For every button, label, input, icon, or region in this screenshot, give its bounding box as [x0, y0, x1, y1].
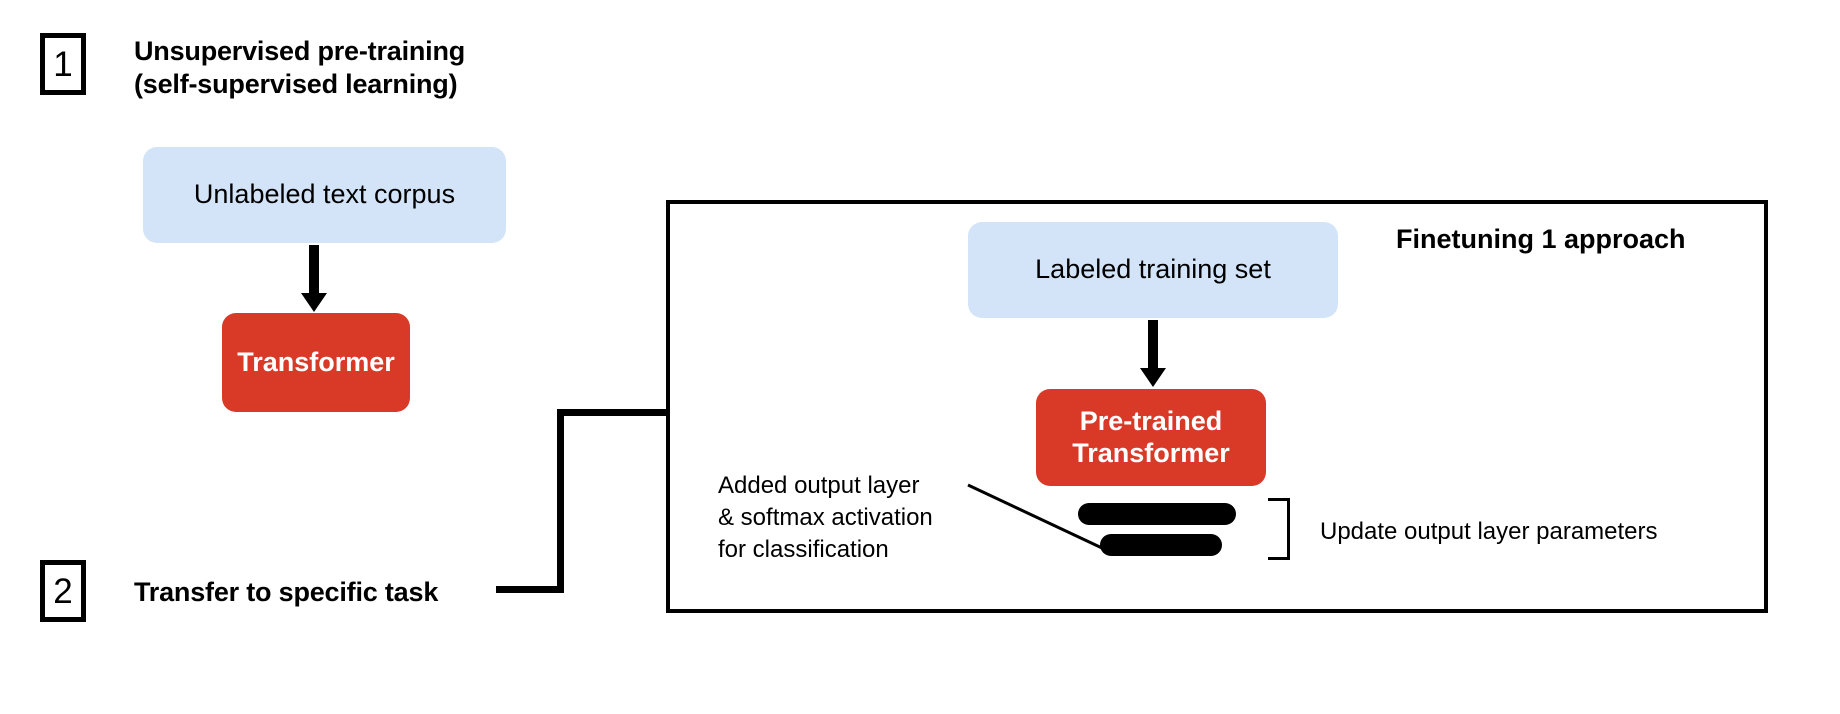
finetuning-panel-title: Finetuning 1 approach [1396, 224, 1686, 254]
added-output-layer-annotation: Added output layer & softmax activation … [718, 472, 933, 563]
update-output-layer-parameters-label: Update output layer parameters [1320, 518, 1658, 545]
unlabeled-text-corpus-box: Unlabeled text corpus [143, 147, 506, 243]
arrow-corpus-to-transformer-head [301, 293, 327, 312]
output-params-bracket [1268, 498, 1290, 560]
pretrained-transformer-label: Pre-trained Transformer [1072, 406, 1230, 468]
arrow-trainingset-to-pretrained-shaft [1148, 320, 1158, 370]
step-number-1: 1 [53, 44, 73, 84]
output-layer-bar-1 [1078, 503, 1236, 525]
transformer-label: Transformer [237, 346, 395, 377]
finetuning-panel [666, 200, 1768, 613]
output-layer-bar-2 [1100, 534, 1222, 556]
pretrained-transformer-box: Pre-trained Transformer [1036, 389, 1266, 486]
step-badge-2: 2 [40, 560, 86, 622]
connector-horizontal-upper [557, 409, 669, 416]
labeled-training-set-box: Labeled training set [968, 222, 1338, 318]
step-title-1: Unsupervised pre-training (self-supervis… [134, 36, 466, 99]
unlabeled-text-corpus-label: Unlabeled text corpus [193, 179, 456, 210]
transformer-box: Transformer [222, 313, 410, 412]
step-title-2: Transfer to specific task [134, 577, 439, 607]
labeled-training-set-label: Labeled training set [1035, 254, 1271, 285]
step-badge-1: 1 [40, 33, 86, 95]
arrow-corpus-to-transformer-shaft [309, 245, 319, 295]
step-number-2: 2 [53, 571, 73, 611]
connector-horizontal-lower [496, 586, 564, 593]
arrow-trainingset-to-pretrained-head [1140, 368, 1166, 387]
connector-vertical [557, 409, 564, 593]
